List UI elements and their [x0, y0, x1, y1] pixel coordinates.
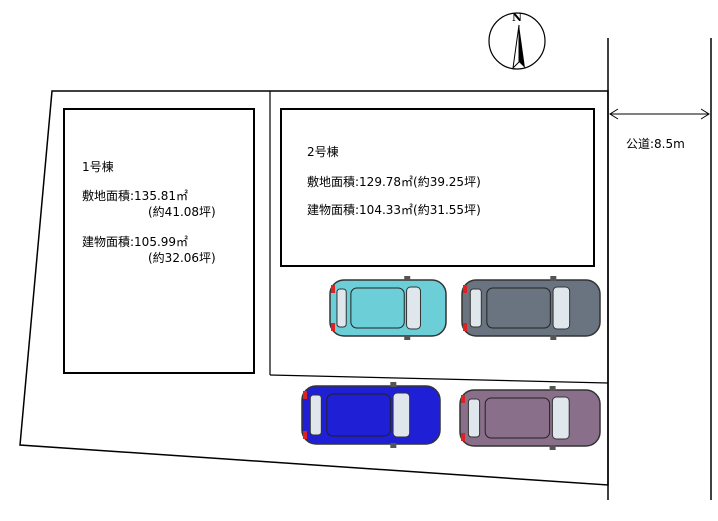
- north-arrow-icon: [512, 24, 525, 70]
- building-2-footprint: [280, 108, 595, 267]
- north-label: N: [512, 11, 522, 24]
- building-2-site-area: 敷地面積:129.78㎡(約39.25坪): [307, 174, 481, 189]
- building-2-name: 2号棟: [307, 144, 339, 159]
- building-1-footprint: [63, 108, 255, 374]
- building-1-site-area-tsubo: (約41.08坪): [148, 204, 216, 219]
- car-icon: [459, 386, 601, 450]
- lot-divider-horizontal: [269, 374, 609, 384]
- parking-cars: [301, 276, 601, 450]
- car-icon: [301, 382, 441, 448]
- building-1-name: 1号棟: [82, 159, 114, 174]
- building-2-floor-area: 建物面積:104.33㎡(約31.55坪): [307, 202, 481, 217]
- building-1-floor-area: 建物面積:105.99㎡: [82, 234, 188, 249]
- building-1-floor-area-tsubo: (約32.06坪): [148, 250, 216, 265]
- compass: N: [488, 11, 546, 70]
- car-icon: [461, 276, 601, 340]
- road-label: 公道:8.5m: [626, 137, 685, 151]
- road-width-dimension: [609, 108, 710, 120]
- car-icon: [329, 276, 447, 340]
- building-1-site-area: 敷地面積:135.81㎡: [82, 188, 188, 203]
